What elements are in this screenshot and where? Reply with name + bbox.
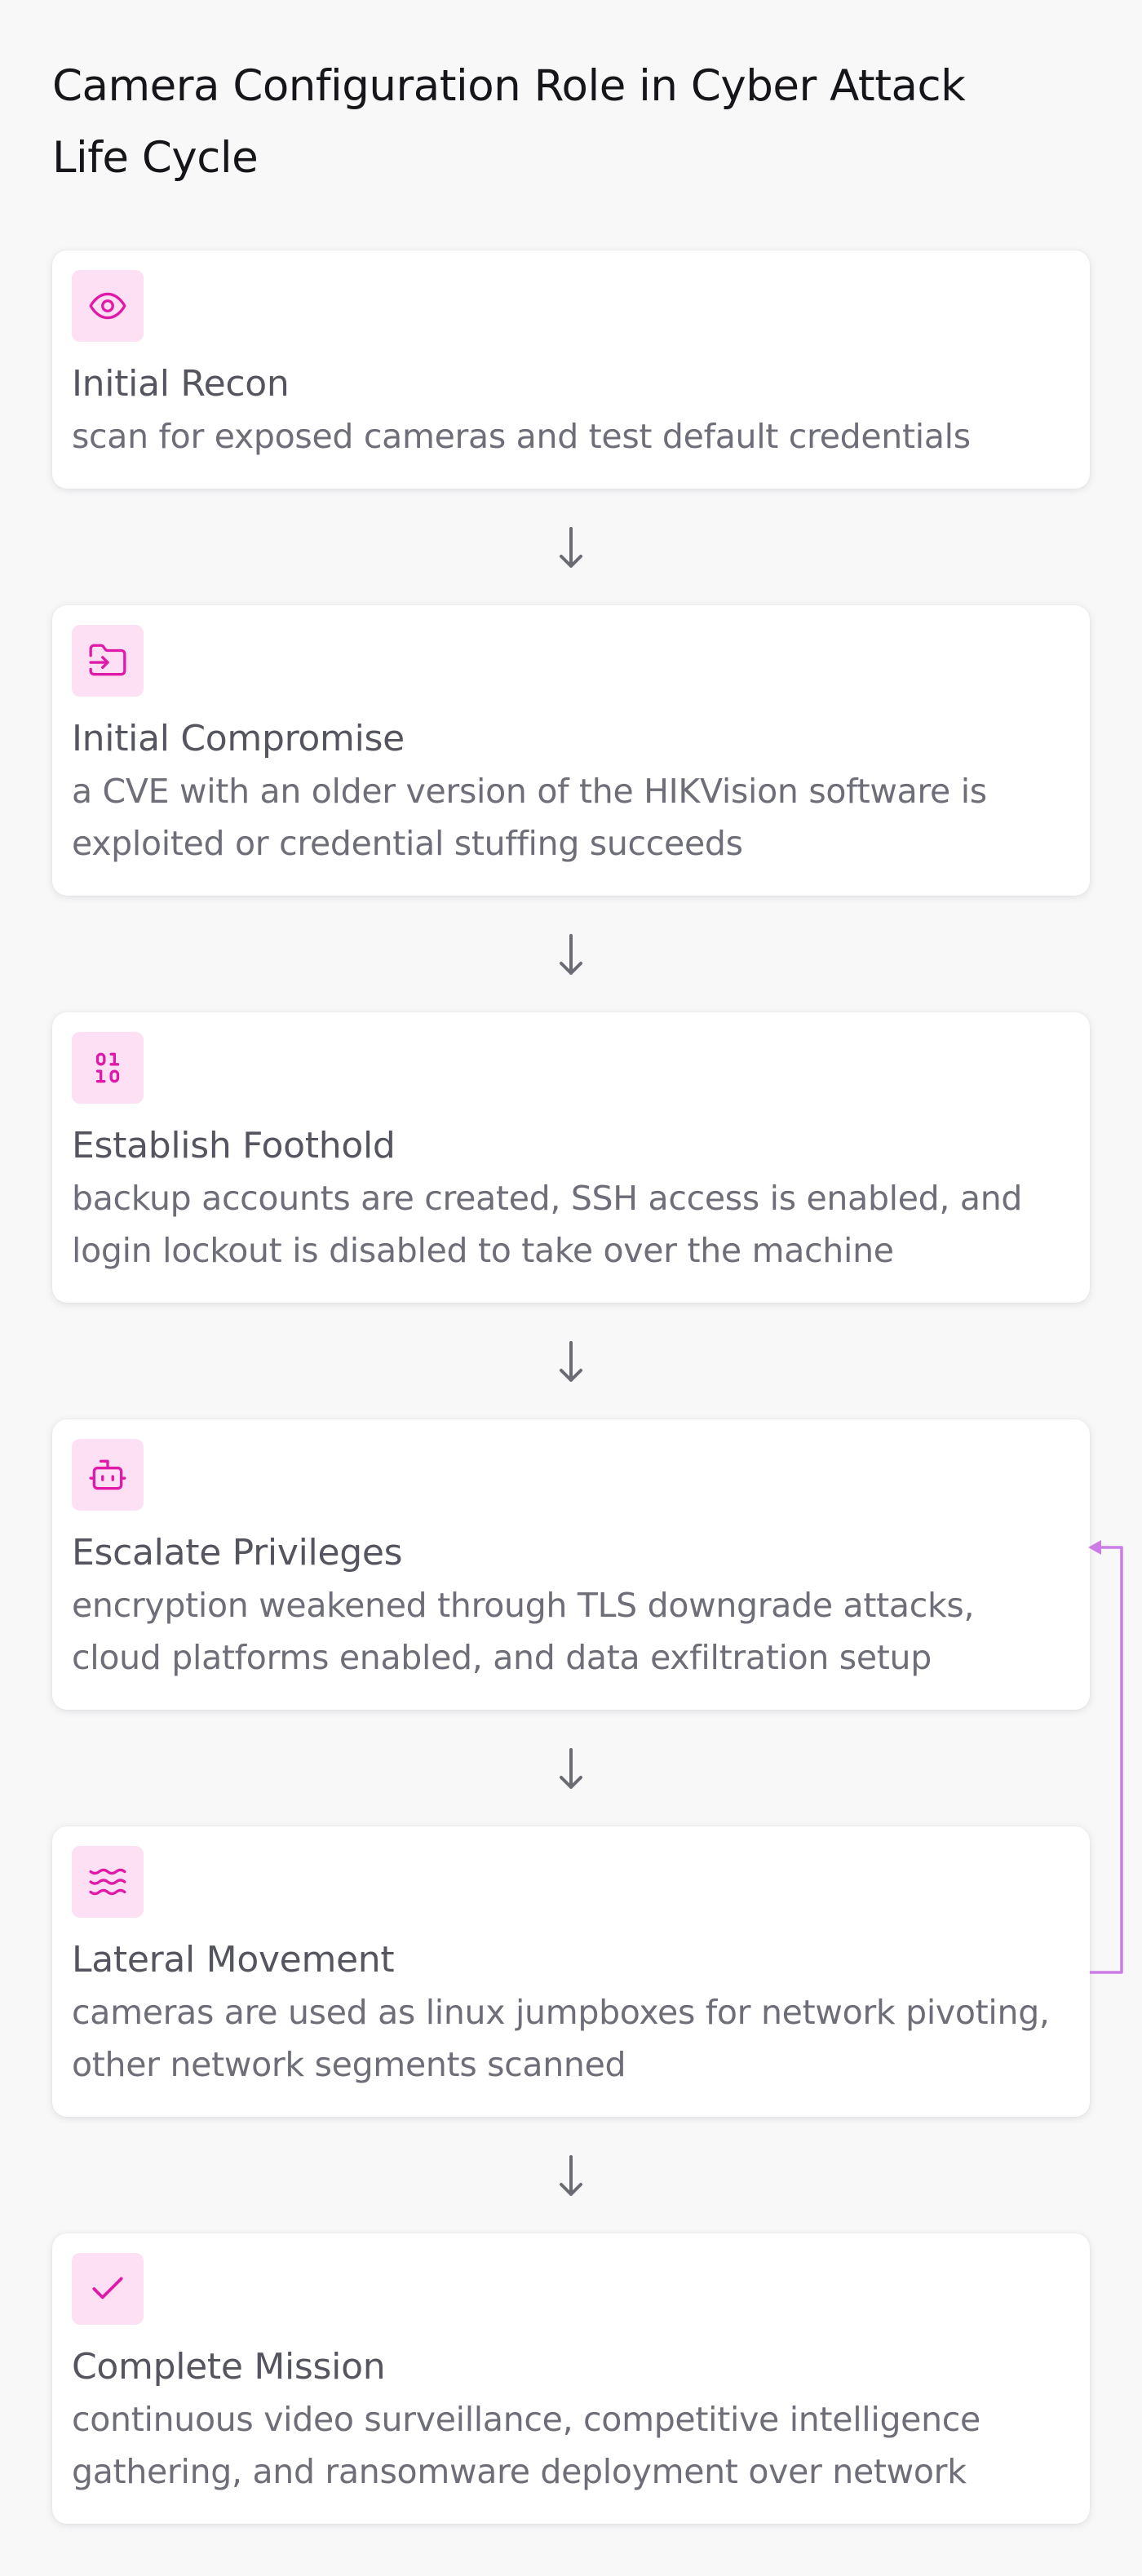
step-title: Lateral Movement [72,1939,395,1981]
bot-icon [72,1439,144,1511]
step-description: backup accounts are created, SSH access … [72,1179,1023,1270]
step-description: encryption weakened through TLS downgrad… [72,1586,975,1677]
binary-icon [72,1032,144,1104]
step-card-initial-recon: Initial Recon scan for exposed cameras a… [52,250,1090,489]
step-card-establish-foothold: Establish Foothold backup accounts are c… [52,1012,1090,1303]
step-description: scan for exposed cameras and test defaul… [72,417,971,456]
step-description: continuous video surveillance, competiti… [72,2400,980,2491]
check-icon [72,2253,144,2325]
step-title: Initial Recon [72,363,290,405]
down-arrow-icon [560,934,582,975]
step-card-lateral-movement: Lateral Movement cameras are used as lin… [52,1826,1090,2117]
step-card-initial-compromise: Initial Compromise a CVE with an older v… [52,605,1090,896]
step-title: Establish Foothold [72,1125,396,1166]
down-arrow-icon [560,1341,582,1382]
step-description: a CVE with an older version of the HIKVi… [72,772,987,863]
step-title: Initial Compromise [72,718,405,759]
step-card-escalate-privileges: Escalate Privileges encryption weakened … [52,1419,1090,1710]
down-arrow-icon [560,2155,582,2196]
diagram-title: Camera Configuration Role in Cyber Attac… [52,61,966,183]
eye-icon [72,270,144,342]
down-arrow-icon [560,1748,582,1789]
waves-icon [72,1846,144,1918]
step-title: Complete Mission [72,2346,386,2388]
step-title: Escalate Privileges [72,1532,403,1573]
folder-input-icon [72,625,144,697]
loop-back-arrow [1088,1540,1123,1974]
step-description: cameras are used as linux jumpboxes for … [72,1993,1050,2084]
down-arrow-icon [560,527,582,568]
step-card-complete-mission: Complete Mission continuous video survei… [52,2233,1090,2524]
